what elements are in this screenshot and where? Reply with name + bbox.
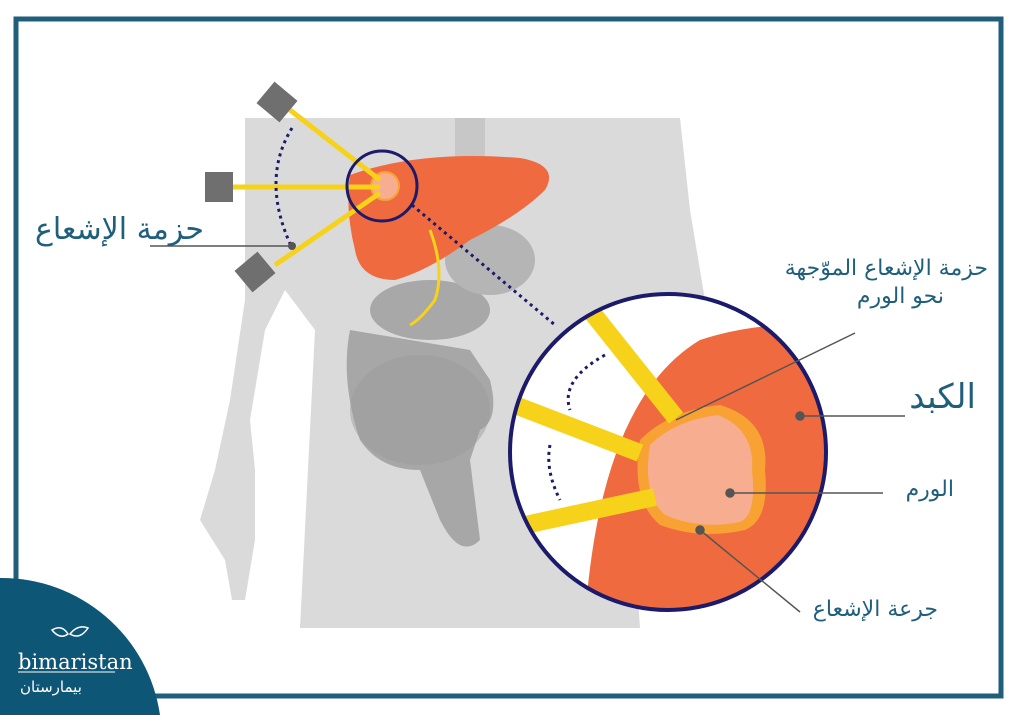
beams-small <box>232 108 382 268</box>
rotation-arrow-small <box>274 127 294 249</box>
zoomed-view <box>510 294 826 610</box>
logo-background <box>0 577 160 715</box>
organs <box>346 225 535 547</box>
label-radiation-dose: جرعة الإشعاع <box>812 597 938 622</box>
logo-name-latin: bimaristan <box>18 650 133 674</box>
label-radiation-beam: حزمة الإشعاع <box>35 212 204 247</box>
label-liver: الكبد <box>909 377 976 417</box>
leader-lines <box>675 332 905 613</box>
logo-leaf-icon <box>50 626 90 637</box>
label-tumor: الورم <box>905 477 954 502</box>
rotation-arrow-large <box>547 353 606 501</box>
label-targeted-beam-line2: نحو الورم <box>856 284 944 309</box>
label-targeted-beam-line1: حزمة الإشعاع الموّجهة <box>784 256 988 281</box>
bile-duct <box>409 229 441 327</box>
beam-emitter-icons <box>205 81 298 293</box>
tumor <box>647 415 754 525</box>
zoom-connector <box>411 203 556 327</box>
logo-name-arabic: بيمارستان <box>20 678 82 696</box>
focus-circle <box>345 149 419 223</box>
